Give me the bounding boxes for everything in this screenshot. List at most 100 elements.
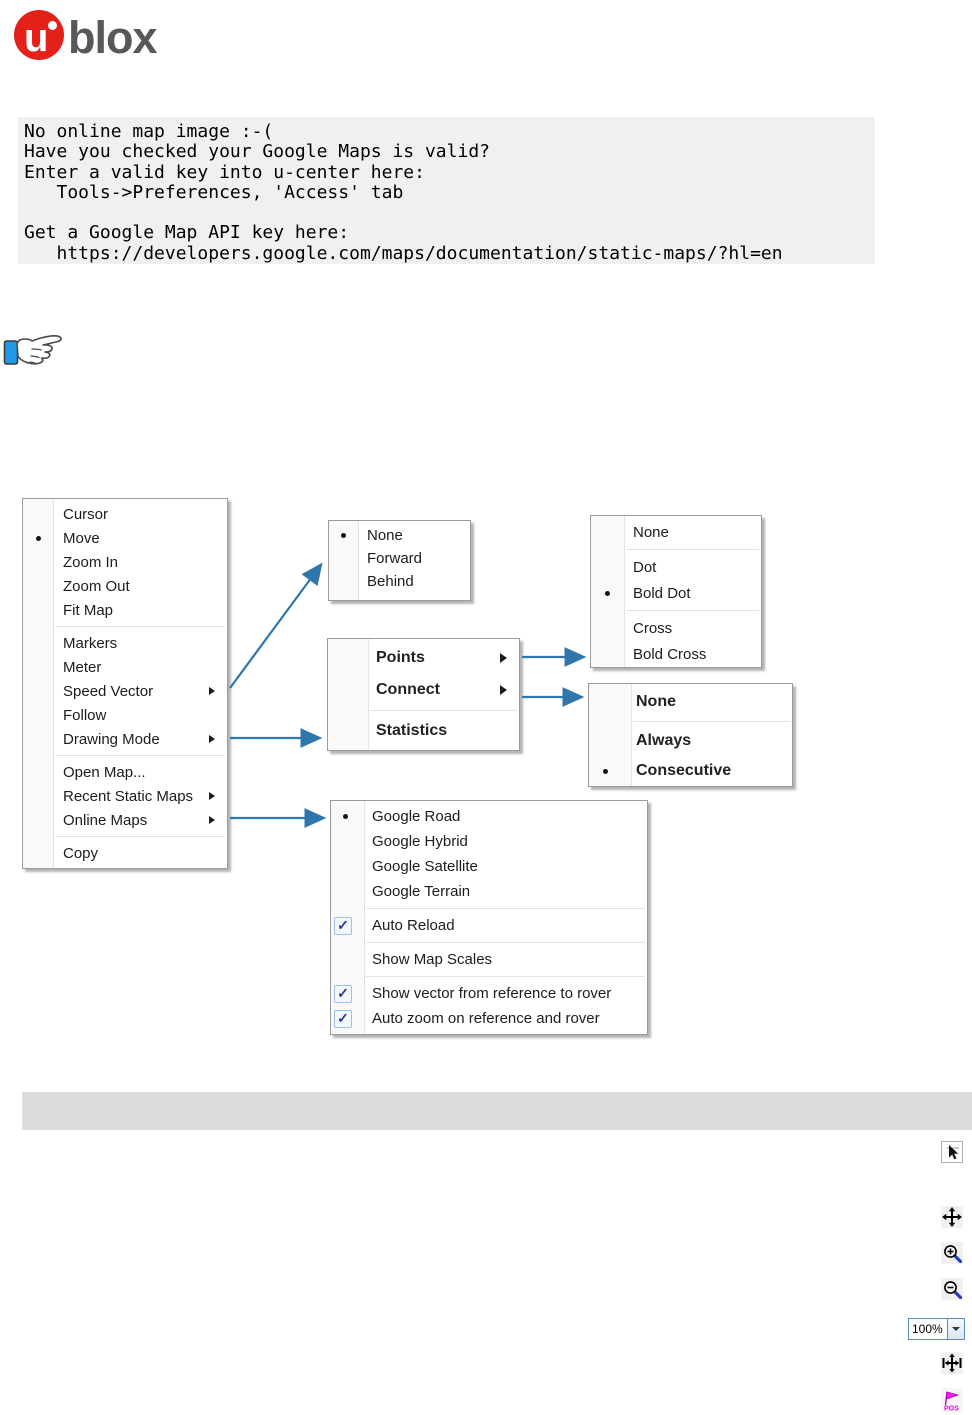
logo-text: blox [68,12,158,63]
menu-item-label: Forward [367,550,423,567]
menu-item-markers[interactable]: Markers [23,631,227,655]
menu-item-connect[interactable]: Connect [328,674,519,706]
menu-item-label: Consecutive [636,762,732,779]
menu-item-label: Markers [63,634,118,652]
submenu-arrow-icon [209,735,215,743]
menu-item-online-maps[interactable]: Online Maps [23,808,227,832]
menu-item-bold-cross[interactable]: Bold Cross [591,641,761,667]
menu-separator [366,908,645,909]
menu-item-statistics[interactable]: Statistics [328,715,519,747]
cursor-arrow-icon [947,1145,959,1160]
menu-item-label: Google Terrain [372,883,471,900]
menu-item-label: Statistics [376,722,448,739]
menu-item-label: None [633,523,669,541]
menu-item-points[interactable]: Points [328,642,519,674]
selected-bullet-icon [343,814,348,819]
menu-item-auto-reload[interactable]: ✓Auto Reload [331,913,647,938]
logo-circle [14,10,64,60]
menu-item-label: Cross [633,619,673,637]
zoom-level-combobox[interactable]: 100% [908,1318,965,1340]
menu-item-move[interactable]: Move [23,526,227,550]
logo-u-letter: u [24,16,49,60]
menu-item-cursor[interactable]: Cursor [23,502,227,526]
menu-item-zoom-in[interactable]: Zoom In [23,550,227,574]
menu-item-label: Fit Map [63,601,114,619]
menu-item-copy[interactable]: Copy [23,841,227,865]
move-tool-button[interactable] [941,1206,963,1228]
menu-item-label: Google Hybrid [372,833,468,850]
menu-item-label: Google Road [372,808,461,825]
menu-item-label: Follow [63,706,107,724]
menu-item-meter[interactable]: Meter [23,655,227,679]
menu-gutter [23,499,54,868]
menu-item-label: Bold Cross [633,645,707,663]
logo-dot [48,21,57,30]
menu-item-label: Speed Vector [63,682,154,700]
menu-separator [626,610,759,611]
submenu-arrow-icon [209,816,215,824]
menu-item-open-map[interactable]: Open Map... [23,760,227,784]
menu-item-label: Meter [63,658,102,676]
submenu-arrow-icon [209,792,215,800]
menu-item-drawing-mode[interactable]: Drawing Mode [23,727,227,751]
menu-item-speed-vector[interactable]: Speed Vector [23,679,227,703]
zoom-level-value[interactable]: 100% [912,1322,943,1336]
menu-separator [370,710,517,711]
submenu-arrow-icon [209,687,215,695]
menu-item-google-road[interactable]: Google Road [331,804,647,829]
checkmark-icon: ✓ [334,984,352,1003]
menu-item-none[interactable]: None [589,687,792,717]
combobox-dropdown-button[interactable] [947,1319,964,1339]
menu-item-forward[interactable]: Forward [329,547,470,570]
menu-item-google-hybrid[interactable]: Google Hybrid [331,829,647,854]
section-header-bar [22,1092,972,1130]
menu-separator [366,976,645,977]
menu-item-dot[interactable]: Dot [591,554,761,580]
menu-item-show-map-scales[interactable]: Show Map Scales [331,947,647,972]
menu-item-behind[interactable]: Behind [329,570,470,593]
menu-separator [626,549,759,550]
speed-vector-submenu: None Forward Behind [328,520,471,601]
menu-item-none[interactable]: None [329,524,470,547]
checkmark-icon: ✓ [334,1009,352,1028]
menu-item-auto-zoom-ref-rover[interactable]: ✓Auto zoom on reference and rover [331,1006,647,1031]
menu-item-label: Open Map... [63,763,146,781]
menu-item-label: Copy [63,844,99,862]
selected-bullet-icon [603,768,608,774]
menu-item-show-vector-ref-rover[interactable]: ✓ Show vector from reference to rover [331,981,647,1006]
menu-item-consecutive[interactable]: Consecutive [589,756,792,786]
menu-item-always[interactable]: Always [589,726,792,756]
menu-item-label: Move [63,529,100,547]
zoom-out-tool-button[interactable] [941,1278,963,1300]
pos-flag-tool-button[interactable]: POS [941,1388,963,1413]
zoom-in-tool-button[interactable] [941,1242,963,1264]
menu-item-label: Cursor [63,505,109,523]
menu-item-label: Zoom Out [63,577,130,595]
menu-separator [55,836,225,837]
menu-item-fit-map[interactable]: Fit Map [23,598,227,622]
menu-item-label: Always [636,732,692,749]
menu-item-label: Online Maps [63,811,148,829]
menu-item-recent-static-maps[interactable]: Recent Static Maps [23,784,227,808]
menu-item-label: Drawing Mode [63,730,160,748]
selected-bullet-icon [605,590,610,596]
menu-item-bold-dot[interactable]: Bold Dot [591,580,761,606]
menu-item-cross[interactable]: Cross [591,615,761,641]
menu-item-google-satellite[interactable]: Google Satellite [331,854,647,879]
menu-item-google-terrain[interactable]: Google Terrain [331,879,647,904]
fit-view-tool-button[interactable] [941,1352,963,1374]
map-error-text: No online map image :-( Have you checked… [24,121,783,264]
online-maps-submenu: Google Road Google Hybrid Google Satelli… [330,800,648,1035]
menu-item-none[interactable]: None [591,519,761,545]
menu-separator [366,942,645,943]
submenu-arrow-icon [500,685,507,695]
zoom-out-icon [944,1281,962,1299]
menu-item-follow[interactable]: Follow [23,703,227,727]
points-submenu: None Dot Bold Dot Cross Bold Cross [590,515,762,668]
menu-item-zoom-out[interactable]: Zoom Out [23,574,227,598]
menu-item-label: Zoom In [63,553,119,571]
map-error-console: No online map image :-( Have you checked… [18,117,875,264]
menu-item-label: Show vector from reference to rover [372,985,612,1002]
submenu-arrow-icon [500,653,507,663]
cursor-tool-button[interactable] [941,1141,963,1163]
